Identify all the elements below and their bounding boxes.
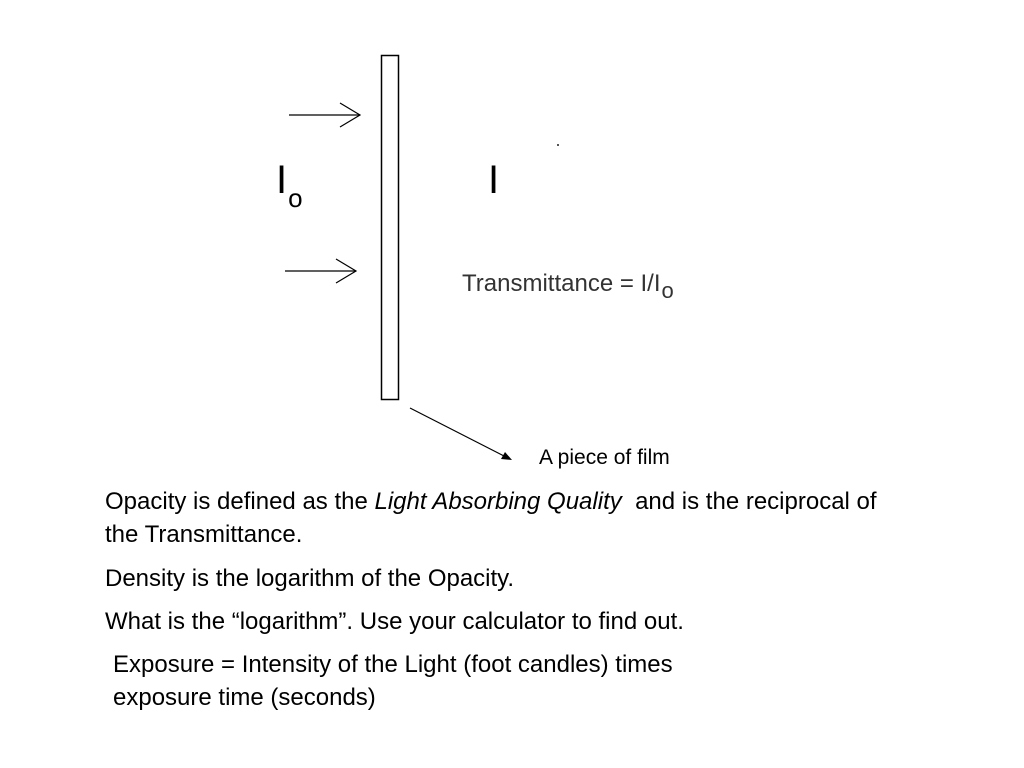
film-diagram (285, 54, 512, 460)
transmittance-formula-subscript: o (661, 278, 674, 303)
exposure-definition: Exposure = Intensity of the Light (foot … (113, 648, 903, 714)
opacity-definition-start: Opacity is defined as the (105, 488, 375, 515)
incident-arrow-upper (289, 102, 362, 128)
incident-intensity-label: Io (276, 158, 303, 211)
film-pointer-arrow (409, 407, 512, 460)
logarithm-question: What is the “logarithm”. Use your calcul… (105, 608, 684, 635)
incident-intensity-symbol: I (276, 158, 288, 202)
stray-dot (557, 144, 559, 146)
opacity-definition-end: and is the reciprocal of the Transmittan… (105, 488, 884, 548)
opacity-definition-italic: Light Absorbing Quality (374, 488, 622, 515)
transmittance-formula-text: Transmittance = I/I (462, 270, 661, 297)
incident-arrow-lower (285, 258, 358, 284)
film-label: A piece of film (539, 446, 670, 469)
transmittance-formula: Transmittance = I/Io (462, 270, 674, 302)
opacity-definition: Opacity is defined as the Light Absorbin… (105, 485, 895, 551)
exposure-line-1: Exposure = Intensity of the Light (foot … (113, 651, 673, 678)
exposure-line-2: exposure time (seconds) (113, 684, 376, 711)
density-definition: Density is the logarithm of the Opacity. (105, 565, 515, 592)
incident-intensity-subscript: o (288, 183, 303, 213)
film-strip (380, 54, 400, 401)
transmitted-intensity-label: I (488, 158, 500, 202)
